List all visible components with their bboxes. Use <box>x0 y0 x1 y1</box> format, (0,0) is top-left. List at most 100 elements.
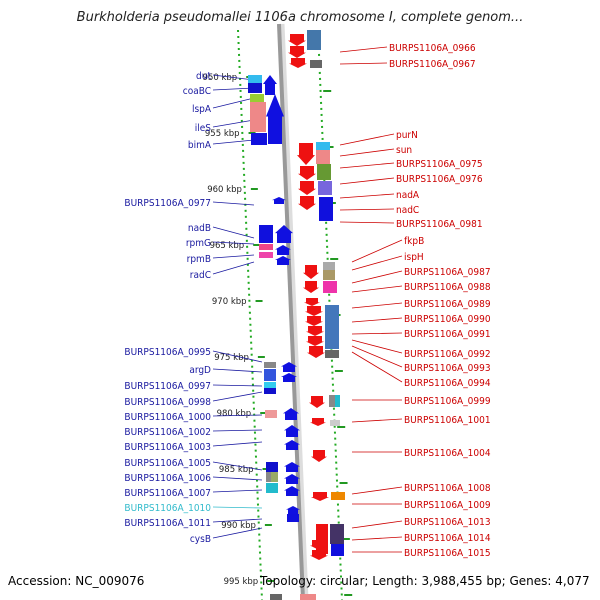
nadA-block <box>319 197 333 221</box>
gene-label-right[interactable]: BURPS1106A_0991 <box>404 329 491 340</box>
leader-line <box>212 368 263 373</box>
forward-gene-arrow <box>284 474 300 484</box>
gene-label-right[interactable]: BURPS1106A_1009 <box>404 500 491 511</box>
gene-label-left[interactable]: cysB <box>190 534 211 545</box>
leader-line <box>212 261 255 275</box>
gene-label-right[interactable]: BURPS1106A_0992 <box>404 349 491 360</box>
gene-label-right[interactable]: BURPS1106A_0999 <box>404 396 491 407</box>
leader-line <box>212 201 255 206</box>
gene-label-right[interactable]: BURPS1106A_1015 <box>404 548 491 559</box>
gene-label-left[interactable]: argD <box>189 365 211 376</box>
gene-label-right[interactable]: purN <box>396 130 418 141</box>
reverse-gene-arrow <box>304 298 320 306</box>
gene-label-left[interactable]: rpmB <box>187 254 211 265</box>
reverse-gene-arrow <box>305 306 323 316</box>
gene-label-right[interactable]: BURPS1106A_1004 <box>404 448 491 459</box>
gene-label-left[interactable]: ileS <box>195 123 212 134</box>
gene-label-right[interactable]: BURPS1106A_1013 <box>404 517 491 528</box>
gene-label-right[interactable]: BURPS1106A_0975 <box>396 159 483 170</box>
leader-line <box>351 486 403 495</box>
leader-line <box>212 489 263 493</box>
leader-line <box>212 139 255 145</box>
leader-line <box>351 317 403 323</box>
gene-label-right[interactable]: BURPS1106A_0994 <box>404 378 491 389</box>
gene-label-left[interactable]: nadB <box>188 223 211 234</box>
gene-label-left[interactable]: BURPS1106A_1010 <box>124 503 211 514</box>
reverse-gene-arrow <box>298 196 316 210</box>
coaBC-block <box>248 83 262 93</box>
leader-line <box>212 74 255 81</box>
leader-line <box>212 476 263 481</box>
gene-label-left[interactable]: BURPS1106A_1003 <box>124 442 211 453</box>
reverse-gene-arrow <box>303 265 319 279</box>
leader-line <box>351 302 403 309</box>
gene-label-left[interactable]: BURPS1106A_0997 <box>124 381 211 392</box>
gene-label-right[interactable]: BURPS1106A_0990 <box>404 314 491 325</box>
gene-label-right[interactable]: BURPS1106A_0989 <box>404 299 491 310</box>
gene-label-right[interactable]: BURPS1106A_1008 <box>404 483 491 494</box>
gene-label-right[interactable]: sun <box>396 145 412 156</box>
leader-lines <box>212 46 403 553</box>
gene-label-right[interactable]: BURPS1106A_0993 <box>404 363 491 374</box>
bottom-block <box>270 594 282 600</box>
feature-0966 <box>307 30 321 50</box>
gene-label-left[interactable]: BURPS1106A_0977 <box>124 198 211 209</box>
leader-line <box>339 46 388 53</box>
feature-1007 <box>266 483 278 493</box>
tick-label: 995 kbp <box>224 577 259 587</box>
leader-line <box>212 97 255 109</box>
forward-gene-arrow <box>284 425 300 437</box>
feature-1008 <box>331 492 345 500</box>
feature-0967 <box>310 60 322 68</box>
leader-line <box>339 208 395 211</box>
feature-1000 <box>265 410 277 418</box>
gene-label-left[interactable]: BURPS1106A_1005 <box>124 458 211 469</box>
reverse-gene-arrow <box>311 450 327 462</box>
gene-label-left[interactable]: BURPS1106A_0995 <box>124 347 211 358</box>
gene-label-left[interactable]: lspA <box>192 104 212 115</box>
leader-line <box>212 414 263 417</box>
tick-label: 960 kbp <box>207 185 242 195</box>
gene-label-left[interactable]: dut <box>196 71 211 82</box>
tick-label: 955 kbp <box>205 129 240 139</box>
gene-label-right[interactable]: BURPS1106A_0987 <box>404 267 491 278</box>
gene-label-right[interactable]: BURPS1106A_0981 <box>396 219 483 230</box>
gene-label-right[interactable]: BURPS1106A_0966 <box>389 43 476 54</box>
gene-label-right[interactable]: nadC <box>396 205 419 216</box>
topology-text: Topology: circular; Length: 3,988,455 bp… <box>260 574 590 588</box>
ileS-block <box>250 102 266 132</box>
gene-label-left[interactable]: BURPS1106A_1002 <box>124 427 211 438</box>
reverse-gene-arrow <box>306 326 324 336</box>
feature-1015 <box>331 544 344 556</box>
gene-label-left[interactable]: BURPS1106A_1011 <box>124 518 211 529</box>
gene-features <box>248 30 345 600</box>
gene-label-left[interactable]: BURPS1106A_1007 <box>124 488 211 499</box>
gene-label-right[interactable]: BURPS1106A_0967 <box>389 59 476 70</box>
gene-label-right[interactable]: BURPS1106A_0976 <box>396 174 483 185</box>
gene-label-right[interactable]: BURPS1106A_0988 <box>404 282 491 293</box>
bottom-red-block <box>300 594 316 600</box>
leader-line <box>339 193 395 199</box>
gene-label-left[interactable]: bimA <box>188 140 212 151</box>
gene-label-right[interactable]: BURPS1106A_1001 <box>404 415 491 426</box>
feature-1006b <box>271 472 278 482</box>
gene-label-right[interactable]: fkpB <box>404 236 424 247</box>
gene-label-right[interactable]: BURPS1106A_1014 <box>404 533 491 544</box>
forward-gene-arrow <box>284 486 300 496</box>
gene-label-right[interactable]: nadA <box>396 190 420 201</box>
gene-label-left[interactable]: radC <box>190 270 211 281</box>
leader-line <box>351 255 403 271</box>
gene-label-left[interactable]: BURPS1106A_0998 <box>124 397 211 408</box>
gene-label-left[interactable]: BURPS1106A_1006 <box>124 473 211 484</box>
tick-label: 950 kbp <box>203 73 238 83</box>
feature-1013 <box>316 524 328 554</box>
reverse-gene-arrow <box>310 540 328 550</box>
forward-gene-arrow <box>275 225 293 243</box>
leader-line <box>212 391 263 402</box>
leader-line <box>212 226 255 239</box>
gene-label-left[interactable]: coaBC <box>183 86 211 97</box>
gene-label-left[interactable]: BURPS1106A_1000 <box>124 412 211 423</box>
gene-label-left[interactable]: rpmG <box>186 238 211 249</box>
gene-label-right[interactable]: ispH <box>404 252 424 263</box>
